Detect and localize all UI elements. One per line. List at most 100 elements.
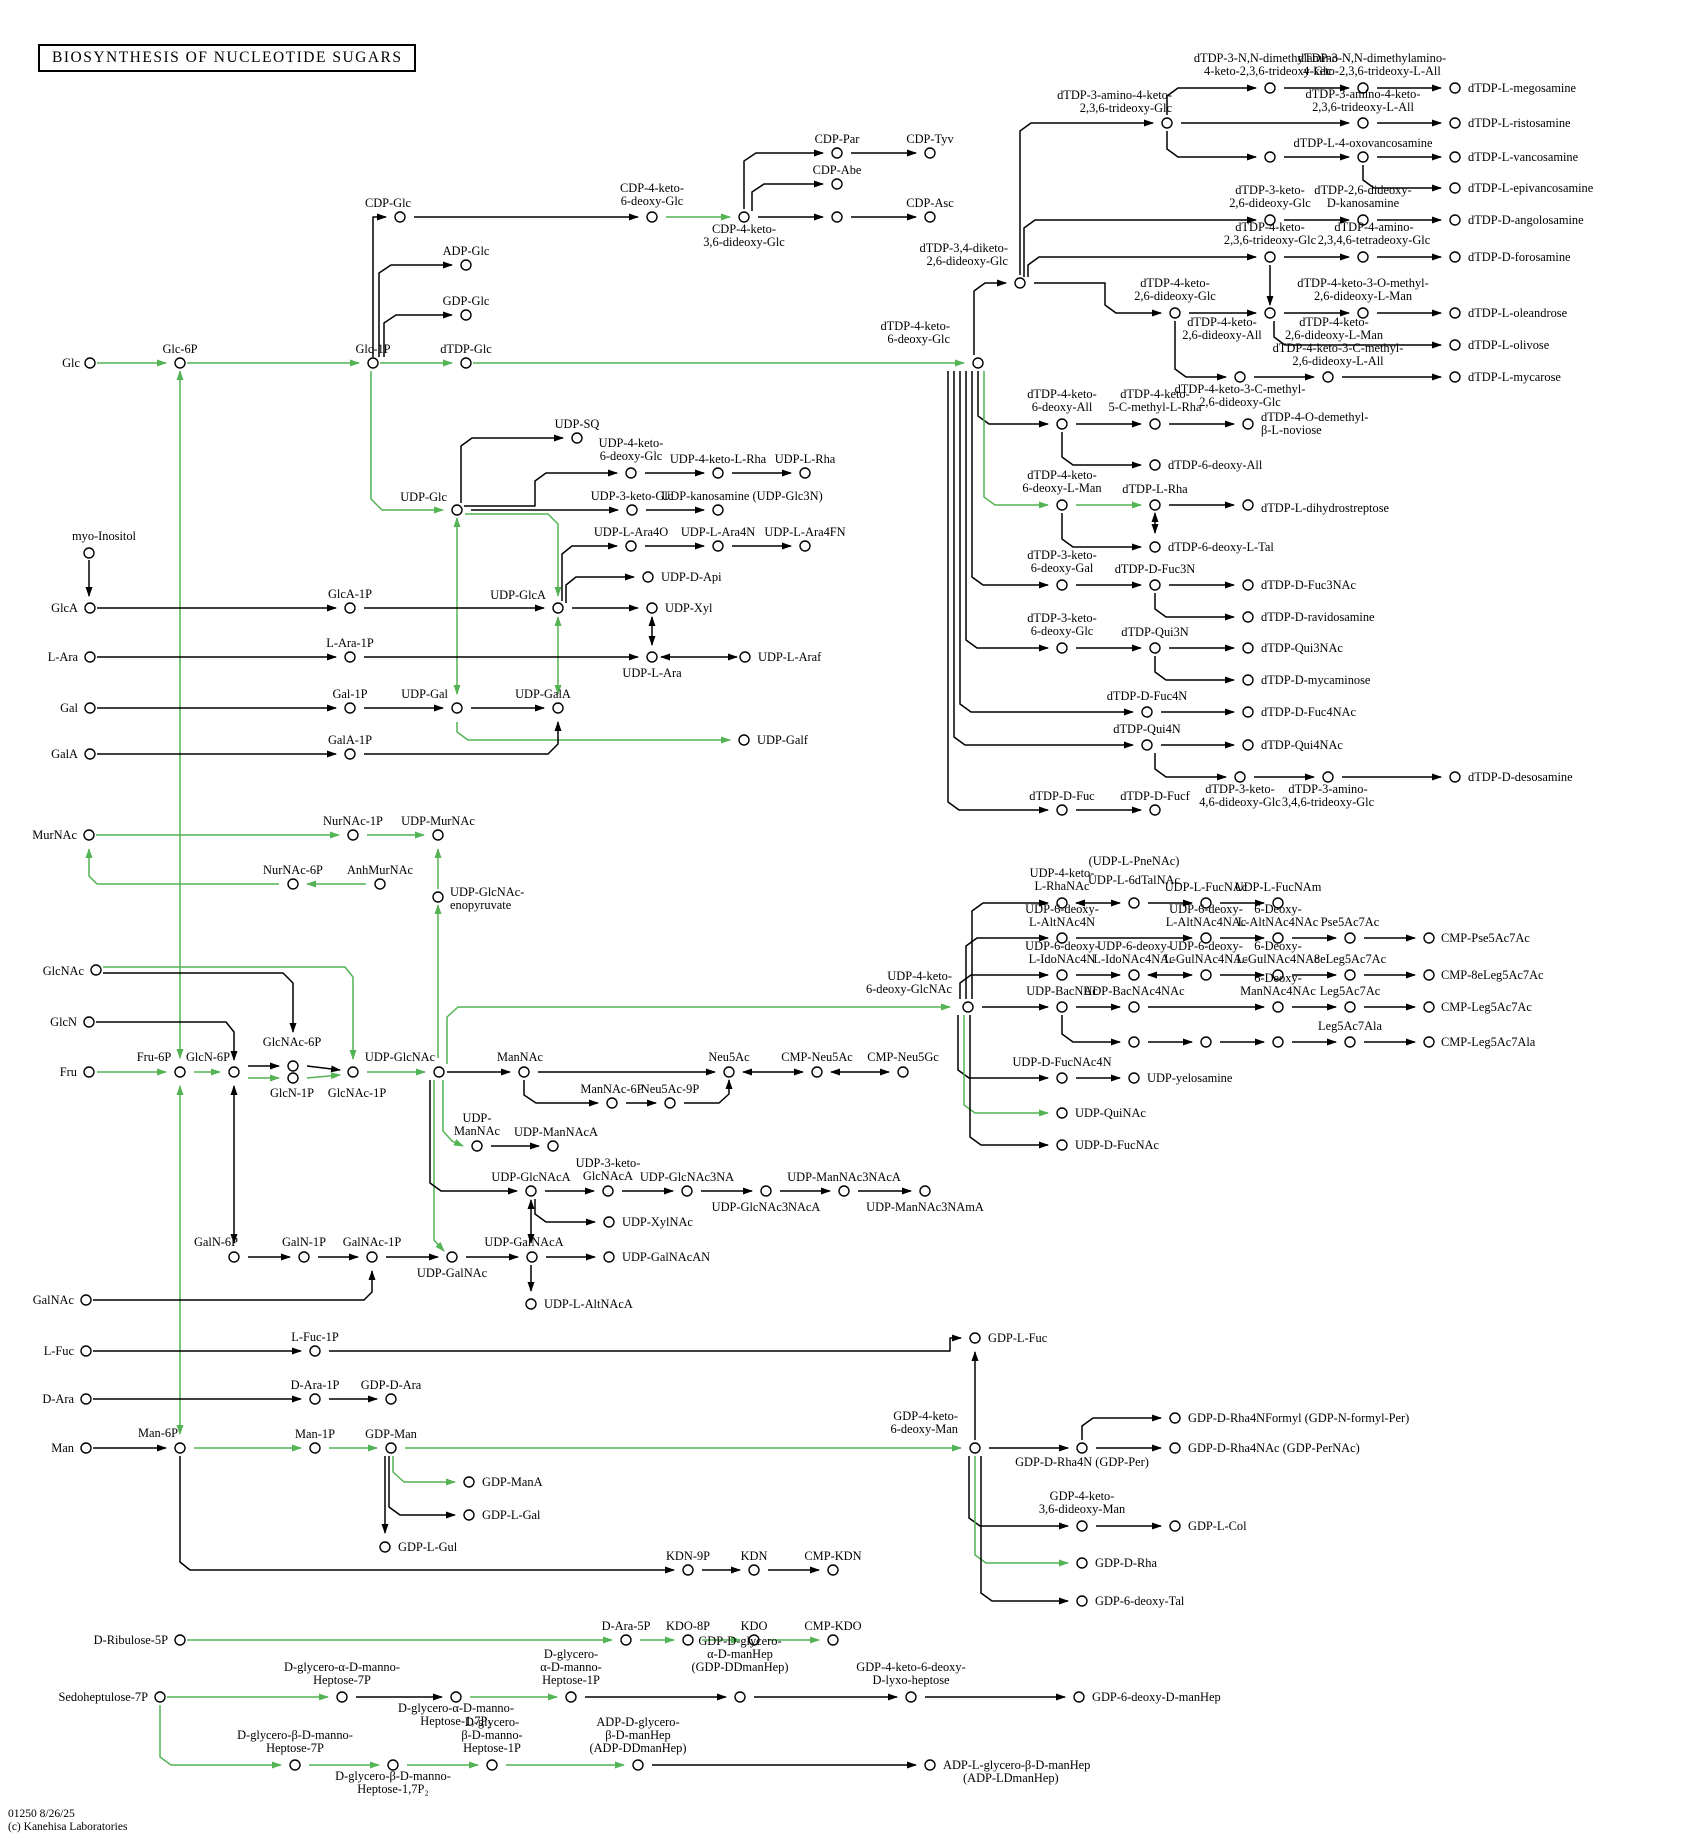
- compound-node[interactable]: [1357, 251, 1369, 263]
- compound-node[interactable]: [646, 602, 658, 614]
- compound-node[interactable]: [1076, 1595, 1088, 1607]
- compound-node[interactable]: [1264, 151, 1276, 163]
- compound-node[interactable]: [603, 1216, 615, 1228]
- compound-node[interactable]: [602, 1185, 614, 1197]
- compound-node[interactable]: [664, 1097, 676, 1109]
- compound-node[interactable]: [632, 1759, 644, 1771]
- compound-node[interactable]: [1056, 969, 1068, 981]
- compound-node[interactable]: [681, 1185, 693, 1197]
- compound-node[interactable]: [80, 1442, 92, 1454]
- compound-node[interactable]: [154, 1691, 166, 1703]
- compound-node[interactable]: [738, 211, 750, 223]
- compound-node[interactable]: [309, 1345, 321, 1357]
- compound-node[interactable]: [1423, 932, 1435, 944]
- compound-node[interactable]: [385, 1442, 397, 1454]
- compound-node[interactable]: [90, 964, 102, 976]
- compound-node[interactable]: [831, 211, 843, 223]
- compound-node[interactable]: [1322, 371, 1334, 383]
- compound-node[interactable]: [1149, 459, 1161, 471]
- compound-node[interactable]: [924, 1759, 936, 1771]
- compound-node[interactable]: [1056, 579, 1068, 591]
- compound-node[interactable]: [1161, 117, 1173, 129]
- compound-node[interactable]: [827, 1634, 839, 1646]
- compound-node[interactable]: [1449, 307, 1461, 319]
- compound-node[interactable]: [1128, 1072, 1140, 1084]
- compound-node[interactable]: [1423, 969, 1435, 981]
- compound-node[interactable]: [1357, 82, 1369, 94]
- compound-node[interactable]: [1169, 1412, 1181, 1424]
- compound-node[interactable]: [83, 1016, 95, 1028]
- compound-node[interactable]: [1242, 579, 1254, 591]
- compound-node[interactable]: [1076, 1442, 1088, 1454]
- compound-node[interactable]: [80, 1294, 92, 1306]
- compound-node[interactable]: [1242, 642, 1254, 654]
- compound-node[interactable]: [924, 211, 936, 223]
- compound-node[interactable]: [1357, 151, 1369, 163]
- compound-node[interactable]: [1449, 339, 1461, 351]
- compound-node[interactable]: [799, 467, 811, 479]
- compound-node[interactable]: [1128, 969, 1140, 981]
- compound-node[interactable]: [712, 467, 724, 479]
- compound-node[interactable]: [526, 1251, 538, 1263]
- compound-node[interactable]: [1344, 969, 1356, 981]
- compound-node[interactable]: [1242, 739, 1254, 751]
- compound-node[interactable]: [1056, 932, 1068, 944]
- compound-node[interactable]: [432, 829, 444, 841]
- compound-node[interactable]: [625, 540, 637, 552]
- compound-node[interactable]: [344, 602, 356, 614]
- compound-node[interactable]: [748, 1634, 760, 1646]
- compound-node[interactable]: [1344, 932, 1356, 944]
- compound-node[interactable]: [451, 504, 463, 516]
- compound-node[interactable]: [287, 1060, 299, 1072]
- compound-node[interactable]: [962, 1001, 974, 1013]
- compound-node[interactable]: [309, 1393, 321, 1405]
- compound-node[interactable]: [897, 1066, 909, 1078]
- compound-node[interactable]: [1200, 969, 1212, 981]
- compound-node[interactable]: [1200, 897, 1212, 909]
- compound-node[interactable]: [1242, 418, 1254, 430]
- compound-node[interactable]: [174, 357, 186, 369]
- compound-node[interactable]: [174, 1634, 186, 1646]
- compound-node[interactable]: [838, 1185, 850, 1197]
- compound-node[interactable]: [84, 748, 96, 760]
- compound-node[interactable]: [1449, 214, 1461, 226]
- compound-node[interactable]: [446, 1251, 458, 1263]
- compound-node[interactable]: [347, 829, 359, 841]
- compound-node[interactable]: [287, 878, 299, 890]
- compound-node[interactable]: [1014, 277, 1026, 289]
- compound-node[interactable]: [228, 1066, 240, 1078]
- compound-node[interactable]: [450, 1691, 462, 1703]
- compound-node[interactable]: [1449, 251, 1461, 263]
- compound-node[interactable]: [518, 1066, 530, 1078]
- compound-node[interactable]: [1272, 897, 1284, 909]
- compound-node[interactable]: [969, 1332, 981, 1344]
- compound-node[interactable]: [1242, 611, 1254, 623]
- compound-node[interactable]: [344, 748, 356, 760]
- compound-node[interactable]: [738, 734, 750, 746]
- compound-node[interactable]: [387, 1759, 399, 1771]
- compound-node[interactable]: [486, 1759, 498, 1771]
- compound-node[interactable]: [451, 702, 463, 714]
- compound-node[interactable]: [1344, 1001, 1356, 1013]
- compound-node[interactable]: [1234, 771, 1246, 783]
- compound-node[interactable]: [460, 259, 472, 271]
- compound-node[interactable]: [1149, 642, 1161, 654]
- compound-node[interactable]: [565, 1691, 577, 1703]
- compound-node[interactable]: [552, 702, 564, 714]
- compound-node[interactable]: [1423, 1036, 1435, 1048]
- compound-node[interactable]: [1264, 251, 1276, 263]
- compound-node[interactable]: [831, 178, 843, 190]
- compound-node[interactable]: [460, 309, 472, 321]
- compound-node[interactable]: [1242, 706, 1254, 718]
- compound-node[interactable]: [712, 540, 724, 552]
- compound-node[interactable]: [642, 571, 654, 583]
- compound-node[interactable]: [1056, 804, 1068, 816]
- compound-node[interactable]: [626, 504, 638, 516]
- compound-node[interactable]: [1272, 1001, 1284, 1013]
- compound-node[interactable]: [1169, 1442, 1181, 1454]
- compound-node[interactable]: [336, 1691, 348, 1703]
- compound-node[interactable]: [1200, 932, 1212, 944]
- compound-node[interactable]: [620, 1634, 632, 1646]
- compound-node[interactable]: [1272, 969, 1284, 981]
- compound-node[interactable]: [827, 1564, 839, 1576]
